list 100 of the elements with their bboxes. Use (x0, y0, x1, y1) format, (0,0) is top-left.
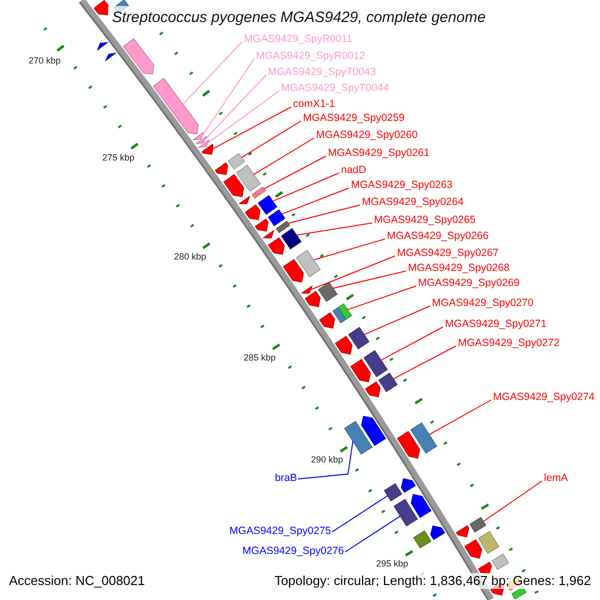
gene-bar (276, 220, 290, 234)
gene-feature (464, 539, 482, 559)
gene-label: MGAS9429_Spy0265 (374, 214, 476, 226)
gene-bar (338, 303, 352, 320)
gene-label: MGAS9429_SpyT0044 (281, 82, 389, 94)
gene-feature (196, 136, 207, 144)
gene-feature (153, 78, 199, 134)
gene-feature (282, 259, 304, 283)
leader-line (344, 516, 401, 552)
gene-feature (335, 336, 352, 355)
scale-label: 285 kbp (244, 352, 276, 364)
gene-feature (105, 52, 116, 62)
gene-bar (344, 420, 372, 454)
gene-bar (384, 483, 402, 502)
gene-label: lemA (544, 472, 568, 484)
gene-label: MGAS9429_Spy0259 (303, 112, 405, 124)
leader-line (310, 256, 396, 290)
gene-label: comX1-1 (293, 98, 336, 110)
gene-feature (123, 38, 154, 75)
gene-label: MGAS9429_SpyT0043 (268, 66, 376, 78)
gene-feature (456, 525, 470, 538)
leader-line (212, 106, 292, 150)
leader-line (380, 326, 444, 361)
leader-line (332, 270, 406, 289)
leader-line (281, 188, 350, 215)
gene-feature (430, 525, 446, 540)
scale-label: 275 kbp (102, 152, 134, 164)
gene-feature (301, 286, 312, 294)
gene-feature (478, 562, 492, 575)
gene-label: braB (274, 472, 297, 484)
gene-label: MGAS9429_Spy0269 (418, 277, 520, 289)
gene-feature (350, 359, 371, 382)
gene-label: MGAS9429_Spy0274 (493, 391, 595, 403)
gene-bar (318, 282, 338, 302)
leader-line (253, 138, 314, 175)
scale-label: 270 kbp (28, 55, 61, 66)
leader-line (298, 440, 354, 480)
leader-line (332, 495, 388, 532)
gene-label: MGAS9429_Spy0261 (328, 147, 430, 159)
gene-feature (254, 218, 268, 232)
gene-feature (400, 478, 416, 493)
scale-label: 280 kbp (174, 252, 206, 263)
gene-label: MGAS9429_Spy0260 (316, 129, 418, 141)
gene-label: MGAS9429_Spy0275 (229, 525, 331, 537)
gene-feature (202, 144, 214, 155)
leader-line (364, 306, 430, 336)
gene-feature (397, 431, 420, 459)
gene-bar (478, 531, 500, 554)
gene-bar (410, 422, 438, 454)
gene-feature (192, 132, 204, 140)
leader-line (347, 286, 416, 310)
leader-line (241, 120, 302, 158)
gene-label: MGAS9429_Spy0272 (458, 337, 560, 349)
gene-bar (512, 586, 526, 600)
gene-bar (492, 554, 509, 570)
gene-label: nadD (341, 164, 366, 176)
gene-bar (332, 307, 347, 324)
gene-bar (364, 350, 388, 378)
gene-feature (262, 230, 274, 238)
gene-label: MGAS9429_SpyR0011 (244, 33, 352, 45)
gene-bar (470, 517, 486, 532)
gene-bar (413, 530, 432, 548)
gene-label: MGAS9429_Spy0266 (387, 230, 489, 242)
gene-feature (304, 290, 321, 308)
gene-bar (281, 228, 302, 250)
gene-label: MGAS9429_SpyR0012 (256, 50, 366, 62)
gene-feature (361, 416, 386, 446)
gene-feature (238, 196, 250, 204)
gene-bar (236, 164, 261, 192)
leader-line (272, 172, 340, 202)
gene-feature (97, 42, 108, 51)
gene-feature (365, 381, 381, 398)
gene-feature (244, 204, 260, 220)
gene-bar (296, 250, 321, 278)
gene-label: MGAS9429_Spy0276 (242, 545, 344, 557)
gene-bar (252, 186, 266, 198)
gene-feature (214, 162, 228, 175)
leader-line (392, 346, 456, 380)
leader-line (182, 42, 242, 105)
leader-line (207, 90, 280, 144)
gene-feature (268, 237, 285, 255)
gene-bar (378, 372, 398, 392)
leader-line (264, 156, 326, 190)
gene-label: MGAS9429_Spy0263 (351, 179, 453, 191)
gene-label: MGAS9429_Spy0268 (408, 262, 510, 274)
gene-label: MGAS9429_Spy0264 (362, 196, 464, 208)
scale-label: 295 kbp (376, 558, 408, 570)
gene-feature (198, 140, 210, 148)
gene-bar (394, 499, 418, 526)
scale-label: 290 kbp (310, 454, 344, 466)
gene-label: MGAS9429_Spy0270 (432, 297, 534, 309)
gene-label: MGAS9429_Spy0271 (445, 318, 547, 330)
leader-line (296, 222, 372, 236)
gene-bar (348, 326, 370, 350)
gene-feature (94, 0, 109, 16)
gene-bar (228, 153, 245, 170)
gene-feature (223, 174, 244, 198)
gene-bar (268, 209, 286, 226)
gene-feature (410, 494, 432, 518)
leader-line (482, 480, 542, 522)
